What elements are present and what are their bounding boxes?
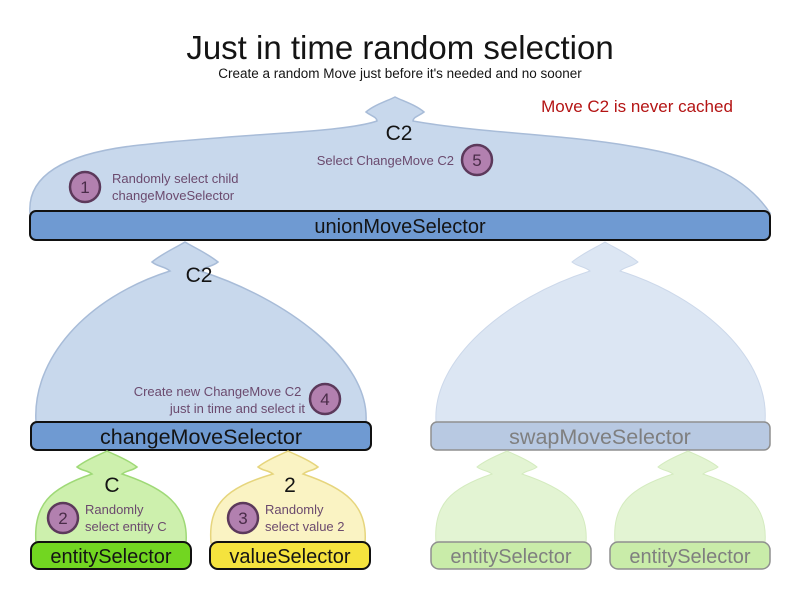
step-1-number: 1 xyxy=(80,178,89,197)
union-output-label: C2 xyxy=(386,122,413,145)
step-2-text: Randomly select entity C xyxy=(85,502,167,534)
swap-entity-left-label: entitySelector xyxy=(450,546,572,568)
step-1-text: Randomly select child changeMoveSelector xyxy=(112,171,242,203)
swap-entity-left-funnel-shape xyxy=(435,450,587,544)
step-4-number: 4 xyxy=(320,390,329,409)
swap-entity-left-bar xyxy=(430,541,592,570)
step-3-circle xyxy=(226,501,260,535)
entity-selector-label: entitySelector xyxy=(50,546,172,568)
step-3-text: Randomly select value 2 xyxy=(265,502,345,534)
swap-move-selector-label: swapMoveSelector xyxy=(509,425,691,449)
step-4-circle xyxy=(308,382,342,416)
swap-entity-right-bar xyxy=(609,541,771,570)
change-move-selector-bar xyxy=(30,421,372,451)
value-selector-bar xyxy=(209,541,371,570)
step-5-number: 5 xyxy=(472,151,481,170)
swap-entity-right-label: entitySelector xyxy=(629,546,751,568)
page-title: Just in time random selection xyxy=(186,29,613,66)
swap-move-selector-bar xyxy=(430,421,771,451)
union-move-selector-bar xyxy=(29,210,771,241)
value-selector-label: valueSelector xyxy=(229,546,351,568)
change-funnel-shape xyxy=(35,241,367,423)
step-2-number: 2 xyxy=(58,509,67,528)
step-3-number: 3 xyxy=(238,509,247,528)
union-move-selector-label: unionMoveSelector xyxy=(314,216,486,238)
value-output-label: 2 xyxy=(284,474,296,497)
step-2-circle xyxy=(46,501,80,535)
change-output-label: C2 xyxy=(186,264,213,287)
step-5-text: Select ChangeMove C2 xyxy=(317,153,454,168)
union-funnel-shape xyxy=(29,96,772,214)
change-move-selector-label: changeMoveSelector xyxy=(100,425,302,449)
step-1-circle xyxy=(68,170,102,204)
entity-selector-bar xyxy=(30,541,192,570)
page-subtitle: Create a random Move just before it's ne… xyxy=(218,66,582,81)
step-5-circle xyxy=(460,143,494,177)
entity-output-label: C xyxy=(104,474,119,497)
step-4-text: Create new ChangeMove C2 just in time an… xyxy=(134,384,306,416)
note-never-cached: Move C2 is never cached xyxy=(541,97,733,116)
swap-funnel-shape xyxy=(435,241,766,423)
swap-entity-right-funnel-shape xyxy=(614,450,766,544)
